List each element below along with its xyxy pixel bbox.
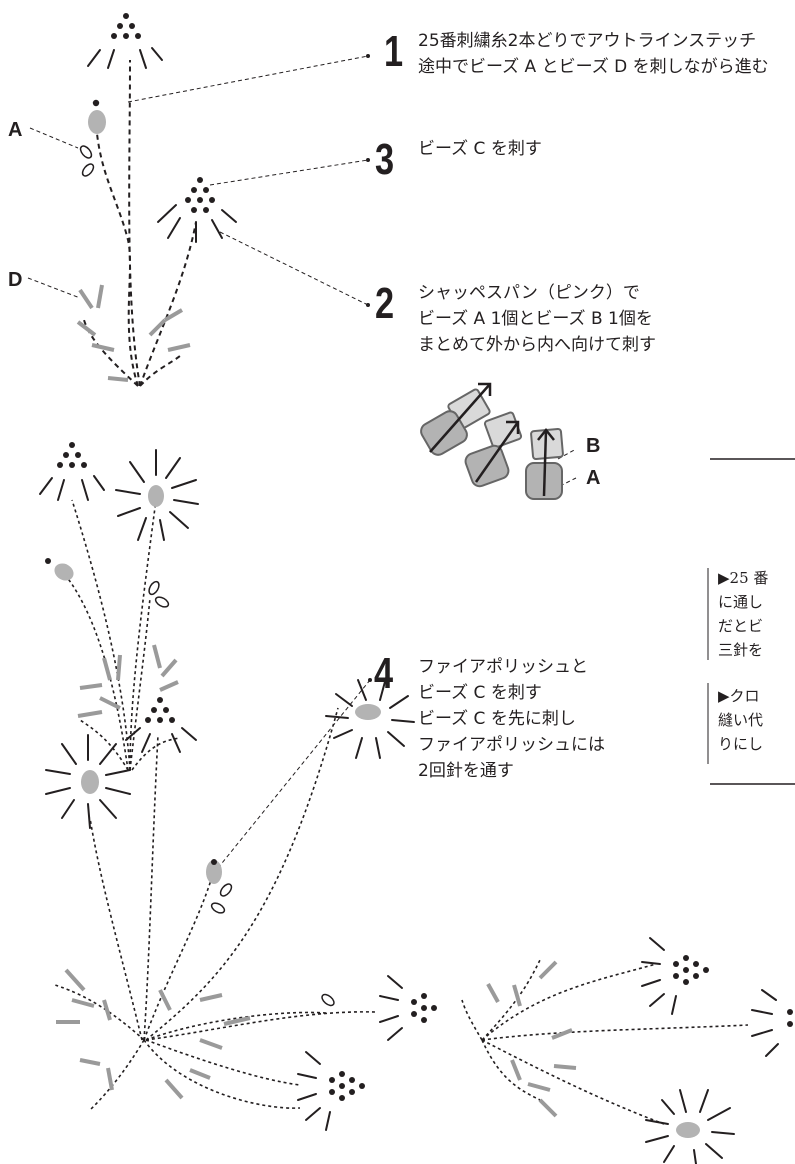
leader-label-d: [27, 277, 81, 299]
bead-a-oval: [88, 110, 106, 134]
tip-1-line-4: 三針を: [718, 641, 764, 659]
plant-2: [39, 442, 199, 771]
leader-step-1: [127, 55, 369, 103]
tip-1-line-1: ▶25 番: [718, 569, 769, 587]
fire-polish-bead: [206, 860, 222, 884]
plant-3: [45, 677, 437, 1131]
tip-2: ▶クロ 縫い代 りにし: [718, 684, 763, 756]
tip-1: ▶25 番 に通し だとビ 三針を: [718, 566, 768, 662]
leader-label-a: [29, 127, 79, 149]
label-bead-b-detail: B: [586, 435, 601, 457]
step-4-line-2: ビーズ C を刺す: [418, 683, 542, 703]
step-1-number: 1: [384, 27, 404, 76]
label-bead-a: A: [8, 119, 23, 141]
step-4-line-3: ビーズ C を先に刺し: [418, 709, 576, 729]
step-4-line-1: ファイアポリッシュと: [418, 657, 588, 677]
step-3-note: ビーズ C を刺す: [418, 136, 542, 162]
bead-detail: [420, 382, 564, 500]
plant-4: [461, 937, 793, 1164]
label-bead-a-detail: A: [586, 467, 601, 489]
step-3-number: 3: [375, 135, 395, 184]
tip-2-line-2: 縫い代: [718, 711, 764, 729]
label-bead-d: D: [8, 269, 23, 291]
leader-step-4: [217, 679, 371, 869]
step-3-line-1: ビーズ C を刺す: [418, 139, 542, 159]
step-2-line-3: まとめて外から内へ向けて刺す: [418, 335, 656, 355]
step-2-line-2: ビーズ A 1個とビーズ B 1個を: [418, 309, 653, 329]
step-2-line-1: シャッペスパン（ピンク）で: [418, 283, 640, 303]
plant-1: [76, 13, 237, 387]
step-4-line-4: ファイアポリッシュには: [418, 735, 605, 755]
step-4-line-5: 2回針を通す: [418, 761, 514, 781]
step-4-number: 4: [374, 649, 394, 698]
step-2-note: シャッペスパン（ピンク）で ビーズ A 1個とビーズ B 1個を まとめて外から…: [418, 280, 656, 358]
leader-step-2: [219, 231, 369, 306]
step-1-line-1: 25番刺繍糸2本どりでアウトラインステッチ: [418, 31, 757, 51]
tip-1-line-2: に通し: [718, 593, 764, 611]
tip-2-line-3: りにし: [718, 735, 764, 753]
bead-c-top: [211, 859, 217, 865]
leader-step-3: [209, 159, 369, 186]
step-1-line-2: 途中でビーズ A とビーズ D を刺しながら進む: [418, 57, 769, 77]
step-4-note: ファイアポリッシュと ビーズ C を刺す ビーズ C を先に刺し ファイアポリッ…: [418, 654, 605, 784]
step-1-note: 25番刺繍糸2本どりでアウトラインステッチ 途中でビーズ A とビーズ D を刺…: [418, 28, 769, 80]
step-2-number: 2: [375, 279, 395, 328]
tip-2-line-1: ▶クロ: [718, 687, 760, 705]
tip-1-line-3: だとビ: [718, 617, 764, 635]
